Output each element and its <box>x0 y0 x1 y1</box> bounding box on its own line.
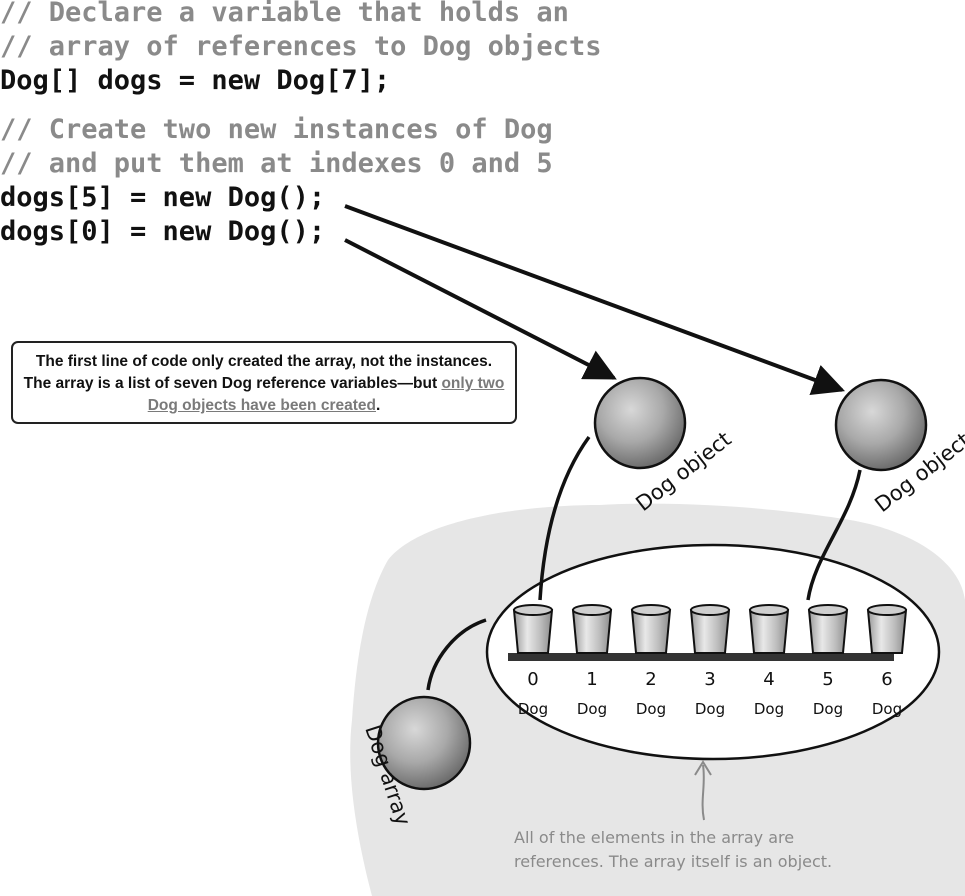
dog-object-ball-2 <box>834 378 928 472</box>
array-type-3: Dog <box>695 700 725 718</box>
array-cell-3 <box>689 604 731 654</box>
callout-highlight: only two Dog objects have been created <box>147 375 505 414</box>
array-index-3: 3 <box>704 669 715 690</box>
array-cell-0 <box>512 604 554 654</box>
array-index-2: 2 <box>645 669 656 690</box>
code-comment: // Create two new instances of Dog <box>0 114 553 145</box>
explanation-callout: The first line of code only created the … <box>11 341 517 424</box>
reference-line-5 <box>806 469 862 601</box>
array-type-1: Dog <box>577 700 607 718</box>
callout-text-end: . <box>375 397 381 414</box>
reference-line-0 <box>538 435 591 601</box>
callout-text: The first line of code only created the … <box>23 353 493 392</box>
array-cell-5 <box>807 604 849 654</box>
array-cell-2 <box>630 604 672 654</box>
code-statement-dogs5: dogs[5] = new Dog(); <box>0 182 326 213</box>
dog-array-ball <box>376 695 472 791</box>
footnote-pointer <box>701 764 705 821</box>
array-type-4: Dog <box>754 700 784 718</box>
code-block-instantiate: // Create two new instances of Dog// and… <box>0 113 553 249</box>
footnote-line-2: references. The array itself is an objec… <box>514 852 832 871</box>
code-statement: Dog[] dogs = new Dog[7]; <box>0 65 391 96</box>
array-index-4: 4 <box>763 669 774 690</box>
array-type-2: Dog <box>636 700 666 718</box>
code-comment: // and put them at indexes 0 and 5 <box>0 148 553 179</box>
arrow-dogs0 <box>344 238 617 380</box>
array-index-6: 6 <box>881 669 892 690</box>
array-rail <box>508 653 894 661</box>
code-block-declare: // Declare a variable that holds an // ar… <box>0 0 601 98</box>
footnote-line-1: All of the elements in the array are <box>514 828 794 847</box>
array-cell-4 <box>748 604 790 654</box>
arrow-dogs5 <box>344 204 846 396</box>
reference-line-array <box>426 618 487 691</box>
array-type-5: Dog <box>813 700 843 718</box>
code-comment: // array of references to Dog objects <box>0 31 602 62</box>
array-index-5: 5 <box>822 669 833 690</box>
array-type-0: Dog <box>518 700 548 718</box>
footnote-pointer-head <box>694 760 712 776</box>
code-statement-dogs0: dogs[0] = new Dog(); <box>0 216 326 247</box>
array-cells <box>512 604 908 654</box>
array-cell-1 <box>571 604 613 654</box>
array-cell-6 <box>866 604 908 654</box>
array-index-1: 1 <box>586 669 597 690</box>
code-comment: // Declare a variable that holds an <box>0 0 569 28</box>
array-type-6: Dog <box>872 700 902 718</box>
array-index-0: 0 <box>527 669 538 690</box>
dog-object-ball-1 <box>593 376 687 470</box>
